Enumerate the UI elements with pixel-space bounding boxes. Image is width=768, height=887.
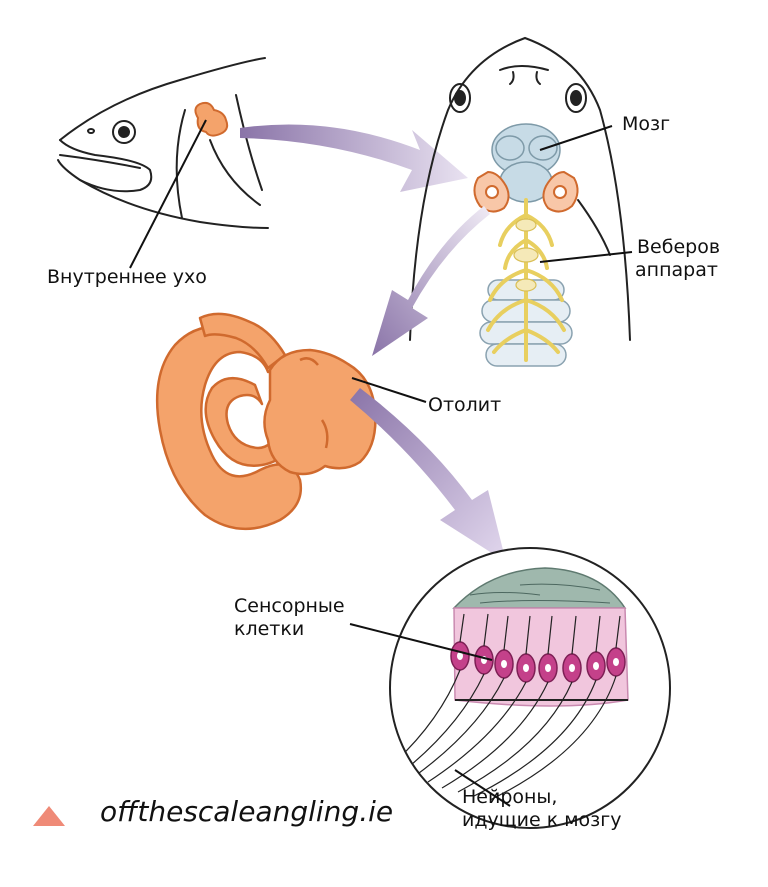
arrow-to-brain	[240, 124, 468, 192]
label-sensory-line1: Сенсорные	[234, 595, 345, 617]
skull-inner-ears	[473, 170, 579, 213]
fish-head-illustration	[57, 57, 269, 229]
label-otolith: Отолит	[428, 394, 502, 416]
brand-triangle-icon	[33, 806, 65, 826]
label-sensory-line2: клетки	[234, 618, 305, 640]
label-neurons-line2: идущие к мозгу	[462, 809, 622, 831]
label-inner-ear: Внутреннее ухо	[47, 266, 207, 288]
arrow-to-otolith	[372, 206, 490, 356]
weberian-apparatus-illustration	[479, 198, 573, 367]
label-weberian-line2: аппарат	[635, 259, 718, 281]
label-leader-lines	[129, 119, 633, 807]
otolith-illustration	[155, 312, 377, 531]
fish-skull-illustration	[409, 36, 631, 341]
sensory-tissue-illustration	[394, 567, 629, 801]
brand-watermark: offthescaleangling.ie	[100, 795, 394, 828]
arrow-to-sensory	[350, 388, 506, 562]
label-weberian-line1: Веберов	[637, 236, 721, 258]
label-neurons-line1: Нейроны,	[462, 786, 558, 808]
fish-inner-ear	[194, 101, 229, 137]
label-brain: Мозг	[622, 113, 671, 135]
brain-illustration	[491, 123, 561, 203]
